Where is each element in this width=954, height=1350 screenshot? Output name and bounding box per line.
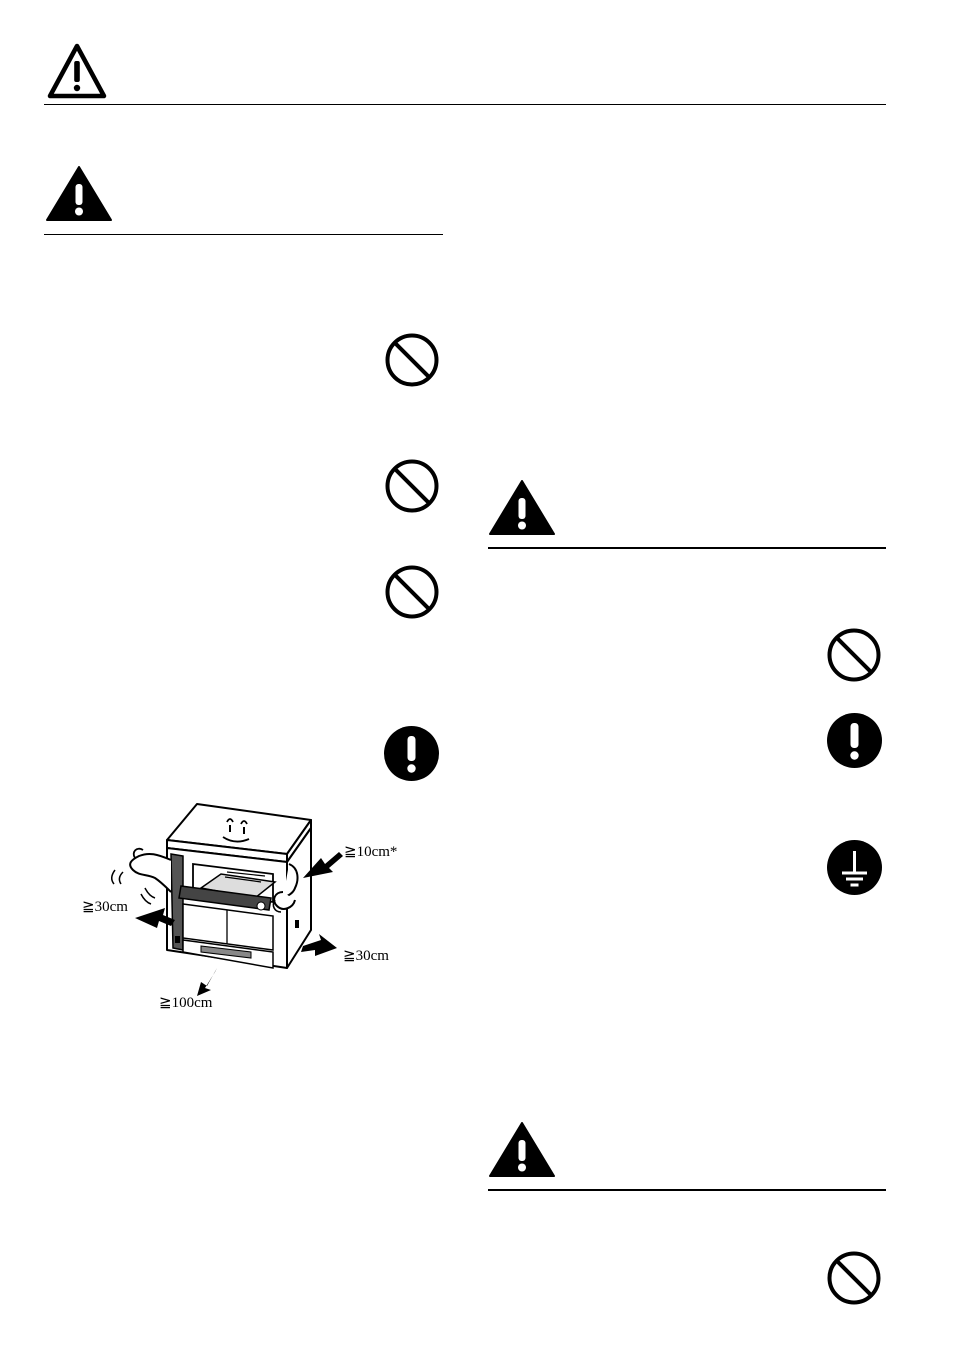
prohibition-icon xyxy=(826,627,882,683)
installation-clearance-figure xyxy=(75,800,420,1020)
copier-illustration xyxy=(111,803,343,996)
warning-filled-triangle-icon xyxy=(488,1120,556,1178)
prohibition-icon xyxy=(384,564,440,620)
prohibition-icon xyxy=(384,458,440,514)
clearance-label-left: ≧30cm xyxy=(82,899,128,915)
prohibition-icon xyxy=(384,332,440,388)
exclamation-circle-icon xyxy=(826,712,883,769)
arrow-right xyxy=(301,934,337,956)
arrow-top-right xyxy=(303,852,343,878)
caution-rule-right-2 xyxy=(488,1189,886,1191)
warning-filled-triangle-icon xyxy=(488,478,556,536)
clearance-label-front: ≧100cm xyxy=(159,995,213,1011)
clearance-label-right: ≧30cm xyxy=(343,948,389,964)
warning-filled-triangle-icon xyxy=(45,164,113,222)
arrow-front xyxy=(197,968,217,996)
ground-icon xyxy=(826,839,883,896)
prohibition-icon xyxy=(826,1250,882,1306)
header-rule xyxy=(44,104,886,105)
caution-outline-triangle-icon xyxy=(46,42,108,100)
warning-rule-left xyxy=(44,234,443,235)
clearance-label-top-right: ≧10cm* xyxy=(344,844,398,860)
caution-rule-right-1 xyxy=(488,547,886,549)
arrow-left xyxy=(135,908,175,928)
exclamation-circle-icon xyxy=(383,725,440,782)
